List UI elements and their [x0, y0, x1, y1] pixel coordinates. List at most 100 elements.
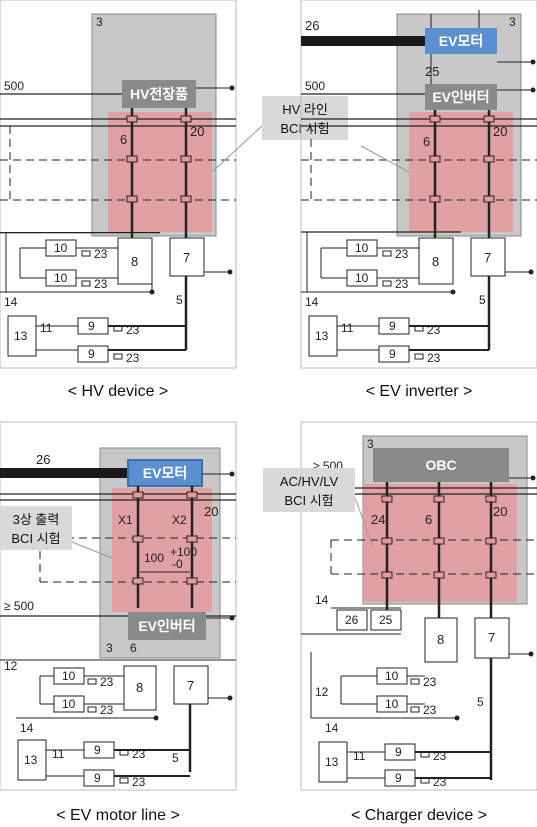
label-11: 11: [341, 321, 354, 335]
label-23a: 23: [94, 247, 108, 261]
label-23d: 23: [427, 351, 441, 365]
label-9a: 9: [88, 319, 95, 333]
obc-box: [373, 448, 509, 482]
label-500: ≥ 500: [4, 599, 34, 613]
label-9b: 9: [389, 347, 396, 361]
pink-bci-area: [108, 112, 212, 232]
label-11: 11: [40, 321, 53, 335]
label-26: 26: [36, 452, 50, 467]
label-11: 11: [353, 749, 366, 763]
label-500: 500: [305, 79, 325, 93]
label-7: 7: [187, 678, 194, 693]
label-x1: X1: [118, 513, 133, 527]
label-10a: 10: [385, 669, 399, 683]
callout-box: [262, 96, 348, 140]
label-10b: 10: [54, 271, 68, 285]
label-10b: 10: [385, 697, 399, 711]
label-23d: 23: [132, 775, 146, 789]
caption-charger-device: < Charger device >: [351, 807, 487, 824]
label-14: 14: [305, 295, 319, 309]
panel-hv-device: 3 500 HV전장품 6 20 HV 라인 BCI 시험 8: [0, 0, 348, 400]
label-26: 26: [305, 18, 319, 33]
label-5: 5: [477, 695, 484, 709]
callout-line1: 3상 출력: [13, 512, 60, 527]
caption-hv-device: < HV device >: [68, 383, 169, 400]
label-10b: 10: [355, 271, 369, 285]
callout-line1: HV 라인: [282, 102, 328, 117]
callout-box: [0, 506, 72, 550]
label-20: 20: [493, 124, 507, 139]
label-14: 14: [315, 593, 329, 607]
ev-motor-label: EV모터: [143, 465, 187, 481]
label-6: 6: [423, 134, 430, 149]
label-23b: 23: [100, 703, 114, 717]
label-13: 13: [325, 755, 339, 769]
label-23a: 23: [423, 675, 437, 689]
label-7: 7: [488, 630, 495, 645]
label-10a: 10: [62, 669, 76, 683]
label-14b: 14: [325, 721, 339, 735]
label-13: 13: [14, 329, 28, 343]
label-8: 8: [136, 680, 143, 695]
label-23d: 23: [126, 351, 140, 365]
callout-box: [263, 468, 355, 512]
label-x2: X2: [172, 513, 187, 527]
label-23a: 23: [395, 247, 409, 261]
label-100: 100: [144, 551, 164, 565]
label-11: 11: [52, 747, 65, 761]
panel-frame: [0, 0, 237, 369]
panel-ev-inverter: 3 26 EV모터 25 500 EV인버터 6 20 8: [300, 0, 537, 400]
label-25: 25: [425, 64, 439, 79]
label-500: 500: [4, 79, 24, 93]
callout-line2: BCI 시험: [284, 493, 333, 508]
label-12: 12: [4, 659, 18, 673]
label-3: 3: [96, 15, 103, 29]
label-13: 13: [24, 753, 38, 767]
ev-inverter-label: EV인버터: [432, 89, 489, 105]
label-23b: 23: [395, 277, 409, 291]
label-8: 8: [432, 254, 439, 269]
callout-line1: AC/HV/LV: [280, 474, 339, 489]
label-3: 3: [106, 641, 113, 655]
label-20: 20: [190, 124, 204, 139]
label-9a: 9: [395, 745, 402, 759]
label-23b: 23: [423, 703, 437, 717]
hv-device-label: HV전장품: [130, 86, 188, 102]
label-20: 20: [204, 504, 218, 519]
label-8: 8: [131, 254, 138, 269]
label-10a: 10: [355, 241, 369, 255]
label-7: 7: [183, 250, 190, 265]
label-25: 25: [379, 613, 393, 627]
label-tol-plus: +100: [170, 545, 197, 559]
label-26: 26: [345, 613, 359, 627]
panel-ev-motor-line: 26 EV모터 X1 X2 20 100 +100 -0 3상 출력 BCI 시…: [0, 421, 237, 824]
label-5: 5: [176, 293, 183, 307]
label-6: 6: [120, 132, 127, 147]
callout-line2: BCI 시험: [280, 121, 329, 136]
label-9b: 9: [395, 771, 402, 785]
label-9b: 9: [94, 771, 101, 785]
label-6: 6: [425, 512, 432, 527]
label-9a: 9: [389, 319, 396, 333]
ev-motor-box: [425, 28, 497, 54]
label-9b: 9: [88, 347, 95, 361]
label-5: 5: [172, 751, 179, 765]
label-20: 20: [493, 504, 507, 519]
label-23b: 23: [94, 277, 108, 291]
label-13: 13: [315, 329, 329, 343]
label-10b: 10: [62, 697, 76, 711]
label-5: 5: [479, 293, 486, 307]
callout-line2: BCI 시험: [11, 531, 60, 546]
label-3: 3: [509, 15, 516, 29]
label-23a: 23: [100, 675, 114, 689]
panel-charger-device: 3 ≥ 500 OBC 24 6 20 AC/HV/LV BCI 시험 14 2…: [263, 421, 537, 824]
ev-motor-label: EV모터: [439, 33, 483, 49]
caption-ev-inverter: < EV inverter >: [366, 383, 473, 400]
label-3: 3: [367, 437, 374, 451]
label-8: 8: [437, 632, 444, 647]
label-6: 6: [130, 641, 137, 655]
label-12: 12: [315, 685, 329, 699]
label-9a: 9: [94, 743, 101, 757]
label-7: 7: [484, 250, 491, 265]
label-14: 14: [20, 721, 34, 735]
